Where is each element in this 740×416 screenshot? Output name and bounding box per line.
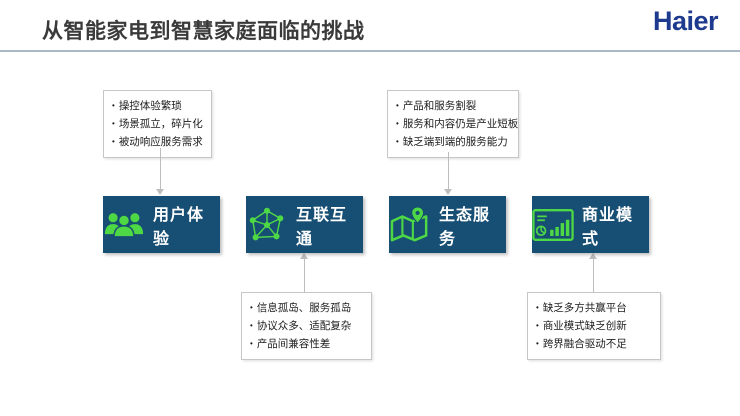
callout-item: 跨界融合驱动不足: [536, 335, 652, 353]
arrow-down-icon: [156, 189, 164, 195]
arrow-down-icon: [444, 189, 452, 195]
map-pin-icon: [389, 205, 431, 245]
pillar-business-model: 商业模式: [532, 196, 649, 253]
callout-user-experience: 操控体验繁琐 场景孤立，碎片化 被动响应服务需求: [103, 90, 212, 158]
network-icon: [246, 205, 288, 245]
pillar-label: 商业模式: [582, 206, 634, 248]
arrow-down-user-experience: [156, 148, 164, 195]
haier-logo: Haier: [652, 6, 719, 36]
pillar-label: 用户体验: [153, 206, 205, 248]
arrow-up-icon: [300, 253, 308, 259]
pillar-label: 互联互通: [296, 206, 348, 248]
callout-item: 操控体验繁琐: [112, 97, 203, 115]
callout-interconnect: 信息孤岛、服务孤岛 协议众多、适配复杂 产品间兼容性差: [241, 292, 372, 360]
callout-item: 信息孤岛、服务孤岛: [250, 299, 363, 317]
pillar-interconnect: 互联互通: [246, 196, 363, 253]
callout-item: 缺乏端到端的服务能力: [396, 133, 510, 151]
page-title: 从智能家电到智慧家庭面临的挑战: [42, 20, 365, 43]
callout-item: 产品和服务割裂: [396, 97, 510, 115]
pillar-label: 生态服务: [439, 206, 491, 248]
callout-item: 场景孤立，碎片化: [112, 115, 203, 133]
people-icon: [103, 205, 145, 245]
arrow-up-interconnect: [300, 253, 308, 292]
pillar-user-experience: 用户体验: [103, 196, 220, 253]
callout-item: 被动响应服务需求: [112, 133, 203, 151]
arrow-down-eco-service: [444, 152, 452, 195]
callout-item: 产品间兼容性差: [250, 335, 363, 353]
callout-item: 协议众多、适配复杂: [250, 317, 363, 335]
title-divider: [0, 50, 740, 52]
callout-item: 服务和内容仍是产业短板: [396, 115, 519, 133]
arrow-up-icon: [589, 253, 597, 259]
pillar-eco-service: 生态服务: [389, 196, 506, 253]
arrow-up-business-model: [589, 253, 597, 292]
callout-business-model: 缺乏多方共赢平台 商业模式缺乏创新 跨界融合驱动不足: [527, 292, 661, 360]
dashboard-chart-icon: [532, 205, 574, 245]
callout-item: 缺乏多方共赢平台: [536, 299, 652, 317]
callout-eco-service: 产品和服务割裂 服务和内容仍是产业短板 缺乏端到端的服务能力: [387, 90, 519, 158]
callout-item: 商业模式缺乏创新: [536, 317, 652, 335]
